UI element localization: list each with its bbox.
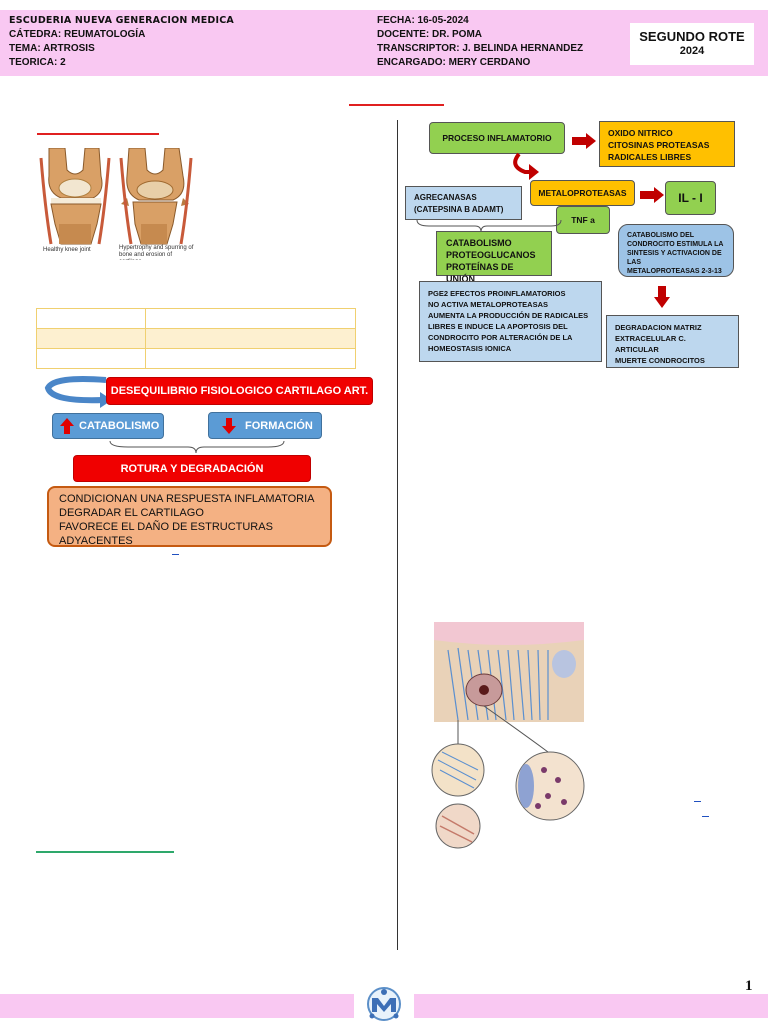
- arrow-down-icon: [222, 417, 236, 434]
- footer-band-left: [0, 994, 354, 1018]
- table-cell: [36, 348, 146, 369]
- arrow-right-icon: [640, 187, 664, 203]
- docente-line: DOCENTE: DR. POMA: [377, 29, 482, 40]
- link-dash: [172, 554, 179, 555]
- table-row: [36, 308, 356, 329]
- pge-line-5: CONDROCITO POR ALTERACIÓN DE LA: [428, 333, 573, 342]
- pge-line-6: HOMEOSTASIS IONICA: [428, 344, 512, 353]
- knee-joint-illustration: Healthy knee joint Hypertrophy and spurr…: [37, 148, 195, 260]
- catabolismo-box: CATABOLISMO: [52, 413, 164, 439]
- empty-table: [36, 308, 356, 369]
- condrocito-line-3: SINTESIS Y ACTIVACION DE LAS: [627, 250, 722, 266]
- pge-line-4: LIBRES E INDUCE LA APOPTOSIS DEL: [428, 322, 568, 331]
- rote-label: SEGUNDO ROTE: [639, 29, 745, 44]
- knee-caption-healthy: Healthy knee joint: [43, 247, 91, 253]
- arrow-up-icon: [60, 418, 74, 434]
- agrecanasas-line-1: AGRECANASAS: [414, 193, 477, 202]
- catedra-line: CÁTEDRA: REUMATOLOGÍA: [9, 29, 146, 40]
- condrocito-line-1: CATABOLISMO DEL: [627, 232, 695, 239]
- school-logo-icon: [367, 987, 401, 1021]
- condrocito-line-4: METALOPROTEASAS 2-3-13: [627, 268, 722, 275]
- pge-box: PGE2 EFECTOS PROINFLAMATORIOS NO ACTIVA …: [419, 281, 602, 362]
- teorica-line: TEORICA: 2: [9, 57, 66, 68]
- encargado-line: ENCARGADO: MERY CERDANO: [377, 57, 531, 68]
- condrocito-box: CATABOLISMO DEL CONDROCITO ESTIMULA LA S…: [618, 224, 734, 277]
- curved-arrow-icon: [44, 376, 112, 408]
- degr-line-1: DEGRADACION MATRIZ: [615, 323, 702, 332]
- degr-line-2: EXTRACELULAR C. ARTICULAR: [615, 334, 686, 354]
- table-cell: [36, 328, 146, 349]
- arrow-right-icon: [572, 133, 596, 149]
- formacion-box: FORMACIÓN: [208, 412, 322, 439]
- formacion-label: FORMACIÓN: [245, 419, 313, 432]
- agrecanasas-line-2: (CATEPSINA B ADAMT): [414, 205, 504, 214]
- footer-band-right: [414, 994, 768, 1018]
- transcriptor-line: TRANSCRIPTOR: J. BELINDA HERNANDEZ: [377, 43, 584, 54]
- metalo-box: METALOPROTEASAS: [530, 180, 635, 206]
- rotura-box: ROTURA Y DEGRADACIÓN: [73, 455, 311, 482]
- rote-year: 2024: [679, 45, 705, 57]
- section-underline-green: [36, 851, 174, 853]
- pge-line-2: NO ACTIVA METALOPROTEASAS: [428, 300, 548, 309]
- page-number: 1: [745, 978, 753, 994]
- curved-arrow-down-icon: [513, 152, 539, 180]
- healthy-knee-drawing: [39, 148, 111, 245]
- title-underline: [349, 104, 444, 106]
- catab-line-2: PROTEOGLUCANOS: [446, 250, 536, 260]
- table-row: [36, 328, 356, 349]
- catabolismo-proteo-box: CATABOLISMO PROTEOGLUCANOS PROTEÍNAS DE …: [436, 231, 552, 284]
- oxido-line-2: CITOSINAS PROTEASAS: [608, 140, 710, 150]
- oxido-box: OXIDO NITRICO CITOSINAS PROTEASAS RADICA…: [599, 121, 735, 167]
- catab-line-1: CATABOLISMO: [446, 238, 512, 248]
- catabolismo-label: CATABOLISMO: [79, 420, 160, 432]
- knee-illustration-svg: [37, 148, 195, 260]
- table-cell: [36, 308, 146, 329]
- bracket-connector: [416, 220, 562, 232]
- arrow-down-icon: [654, 286, 670, 308]
- table-cell: [145, 328, 356, 349]
- condrocito-line-2: CONDROCITO ESTIMULA LA: [627, 241, 724, 248]
- link-dash: [702, 816, 709, 817]
- desequilibrio-box: DESEQUILIBRIO FISIOLOGICO CARTILAGO ART.: [106, 377, 373, 405]
- degradacion-box: DEGRADACION MATRIZ EXTRACELULAR C. ARTIC…: [606, 315, 739, 368]
- cartilage-illustration: [431, 622, 585, 849]
- table-cell: [145, 308, 356, 329]
- rote-badge: SEGUNDO ROTE 2024: [630, 23, 754, 65]
- oxido-line-3: RADICALES LIBRES: [608, 152, 692, 162]
- condicionan-line-3: FAVORECE EL DAÑO DE ESTRUCTURAS ADYACENT…: [59, 521, 273, 547]
- fecha-line: FECHA: 16-05-2024: [377, 15, 469, 26]
- pge-line-1: PGE2 EFECTOS PROINFLAMATORIOS: [428, 289, 566, 298]
- link-dash: [694, 801, 701, 802]
- bracket-connector: [109, 440, 285, 454]
- proceso-box: PROCESO INFLAMATORIO: [429, 122, 565, 154]
- il-box: IL - I: [665, 181, 716, 215]
- table-cell: [145, 348, 356, 369]
- pge-line-3: AUMENTA LA PRODUCCIÓN DE RADICALES: [428, 311, 589, 320]
- tema-line: TEMA: ARTROSIS: [9, 43, 95, 54]
- condicionan-line-1: CONDICIONAN UNA RESPUESTA INFLAMATORIA: [59, 493, 315, 505]
- condicionan-line-2: DEGRADAR EL CARTILAGO: [59, 507, 204, 519]
- oxido-line-1: OXIDO NITRICO: [608, 128, 673, 138]
- school-name: ESCUDERIA NUEVA GENERACION MEDICA: [9, 15, 234, 26]
- degr-line-3: MUERTE CONDROCITOS: [615, 356, 705, 365]
- section-underline-left: [37, 133, 159, 135]
- table-row: [36, 348, 356, 369]
- condicionan-box: CONDICIONAN UNA RESPUESTA INFLAMATORIA D…: [47, 486, 332, 547]
- knee-caption-damaged-2: bone and erosion of cartilage: [119, 252, 173, 260]
- catab-line-3: PROTEÍNAS DE UNIÓN: [446, 262, 514, 284]
- tnf-box: TNF a: [556, 206, 610, 234]
- agrecanasas-box: AGRECANASAS (CATEPSINA B ADAMT): [405, 186, 522, 220]
- column-divider: [397, 120, 398, 950]
- damaged-knee-drawing: [119, 148, 193, 245]
- knee-caption-damaged-1: Hypertrophy and spurring of: [119, 245, 194, 251]
